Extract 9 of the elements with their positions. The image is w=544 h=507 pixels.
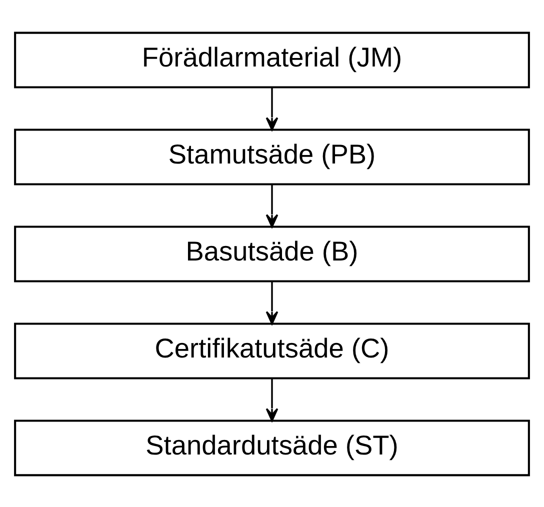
node-box: Stamutsäde (PB) — [14, 128, 530, 185]
node-box: Basutsäde (B) — [14, 225, 530, 282]
arrow — [266, 280, 278, 324]
node-box: Förädlarmaterial (JM) — [14, 31, 530, 88]
arrow — [266, 86, 278, 130]
node-box: Certifikatutsäde (C) — [14, 322, 530, 379]
node-box: Standardutsäde (ST) — [14, 419, 530, 476]
arrow — [266, 184, 278, 228]
arrow — [266, 378, 278, 422]
